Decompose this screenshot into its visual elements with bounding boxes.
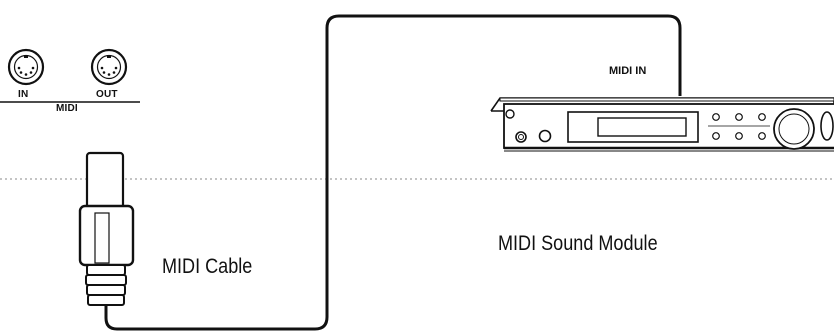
midi-port-group-label: MIDI [56, 103, 78, 114]
sound-module-icon [490, 97, 834, 152]
midi-in-jack-icon [7, 48, 45, 86]
module-midi-in-label: MIDI IN [609, 65, 647, 77]
midi-out-jack-icon [90, 48, 128, 86]
midi-cable-label: MIDI Cable [162, 255, 253, 278]
midi-out-port-label: OUT [96, 89, 118, 100]
midi-cable-line [104, 14, 682, 331]
midi-in-port-label: IN [18, 89, 29, 100]
midi-plug-icon [78, 151, 135, 306]
midi-sound-module-label: MIDI Sound Module [498, 232, 658, 255]
